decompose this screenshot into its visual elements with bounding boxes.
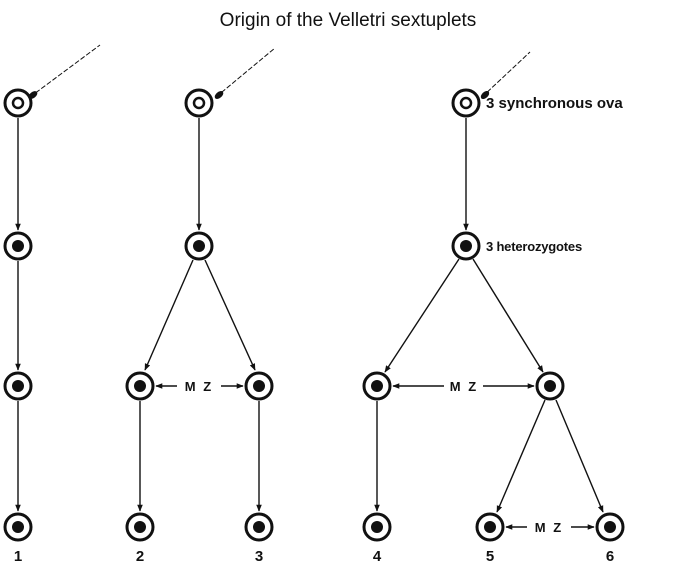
- mz-label-2-3: M Z: [185, 379, 213, 394]
- zygote-icon-1: [5, 233, 31, 259]
- embryo-icon-l3-2: [127, 373, 153, 399]
- offspring-number-3: 3: [255, 548, 263, 565]
- ovum-icon-1: [5, 90, 31, 116]
- arrow-zygote3-embryo4: [385, 259, 459, 372]
- development-arrows: [18, 118, 466, 511]
- offspring-number-6: 6: [606, 548, 614, 565]
- arrow-zygote2-embryo3: [205, 260, 255, 370]
- individual-icon-4: [364, 514, 390, 540]
- synchronous-ova-label: 3 synchronous ova: [486, 95, 623, 112]
- mz-label-5-6: M Z: [535, 520, 563, 535]
- individual-icon-1: [5, 514, 31, 540]
- offspring-number-5: 5: [486, 548, 494, 565]
- arrow-embryo5-individual5: [497, 400, 545, 512]
- mz-label-4-5: M Z: [450, 379, 478, 394]
- individual-icon-2: [127, 514, 153, 540]
- individual-icon-3: [246, 514, 272, 540]
- mz-connector-2-3: M Z: [156, 379, 243, 394]
- ovum-icon-3: [453, 90, 479, 116]
- offspring-number-4: 4: [373, 548, 382, 565]
- mz-connector-5-6: M Z: [506, 520, 594, 535]
- arrow-embryo5-individual6: [556, 400, 603, 512]
- sperm-icon-2: [213, 48, 275, 101]
- zygote-icon-2: [186, 233, 212, 259]
- arrow-zygote3-embryo5: [473, 259, 543, 372]
- offspring-number-1: 1: [14, 548, 22, 565]
- individual-icon-5: [477, 514, 503, 540]
- mz-connector-4-5: M Z: [393, 379, 534, 394]
- heterozygotes-label: 3 heterozygotes: [486, 239, 582, 254]
- embryo-icon-l3-5: [537, 373, 563, 399]
- offspring-number-2: 2: [136, 548, 144, 565]
- embryo-icon-l3-4: [364, 373, 390, 399]
- embryo-icon-l3-3: [246, 373, 272, 399]
- individual-icon-6: [597, 514, 623, 540]
- embryo-icon-l3-1: [5, 373, 31, 399]
- sperm-icon-3: [479, 52, 530, 101]
- diagram-title: Origin of the Velletri sextuplets: [220, 10, 477, 31]
- arrow-zygote2-embryo2: [145, 260, 193, 370]
- ovum-icon-2: [186, 90, 212, 116]
- zygote-icon-3: [453, 233, 479, 259]
- sperm-icon-1: [27, 45, 100, 100]
